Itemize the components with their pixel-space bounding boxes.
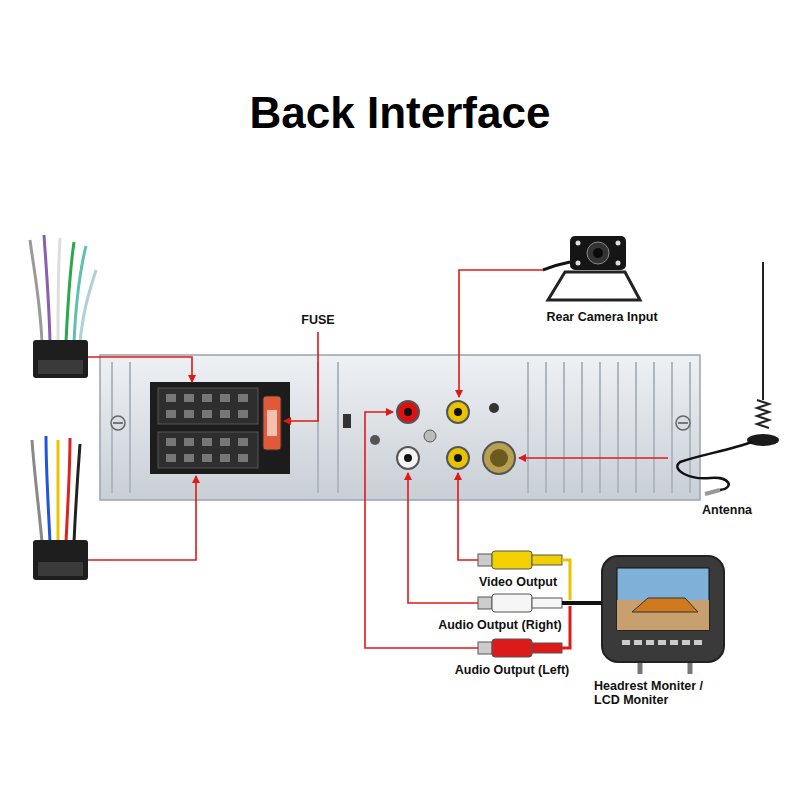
antenna-figure [677,262,779,494]
wire-harness [30,235,96,378]
part-label: Antenna [700,503,754,517]
rear-camera [543,236,640,300]
part-label: FUSE [299,313,336,327]
rca-plugs [478,551,606,657]
part-label: Headrest Moniter / LCD Moniter [592,679,728,707]
headrest-monitor [602,556,724,674]
diagram-title: Back Interface [250,88,551,138]
port-label: Audio Output (Left) [453,663,572,677]
leader-lines [88,270,668,648]
part-label: Rear Camera Input [544,310,659,324]
port-label: Audio Output (Right) [436,618,564,632]
head-unit [100,355,700,500]
port-label: Video Output [477,575,559,589]
wire-harness [32,436,88,580]
